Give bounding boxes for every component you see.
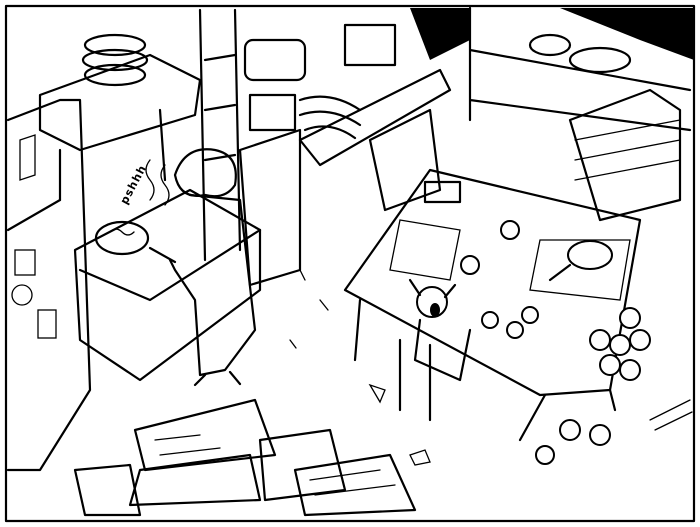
chair-back: [368, 108, 442, 212]
placemat: [389, 219, 461, 281]
dish-shelves: [468, 6, 692, 222]
wall-note: [243, 38, 307, 82]
chair: [398, 338, 432, 422]
box: [423, 180, 462, 204]
dining-table: [343, 168, 642, 442]
sewing-machine: [343, 23, 397, 67]
cook-figure: [168, 148, 257, 387]
cabinet: [238, 128, 302, 287]
small-tv: [248, 93, 297, 132]
cluttered-counter: [298, 23, 452, 212]
frying-pan-icon: [94, 220, 150, 256]
stove-with-hood: [38, 33, 262, 382]
can: [481, 311, 499, 329]
pot-icon: [567, 240, 613, 270]
dark-wall-shadow: [410, 8, 470, 60]
screaming-child: [398, 278, 472, 422]
floor-newspapers: [73, 398, 417, 517]
cup: [500, 220, 520, 240]
stacked-papers: [568, 88, 682, 222]
dark-shelf-shadow: [560, 8, 694, 60]
stacked-plates: [83, 33, 147, 57]
floor-debris: [289, 269, 693, 466]
steam-lines: [145, 159, 155, 201]
stacked-cans: [535, 307, 651, 465]
panel-border: [4, 4, 696, 523]
placemat: [529, 239, 631, 301]
shelves: [198, 8, 307, 287]
